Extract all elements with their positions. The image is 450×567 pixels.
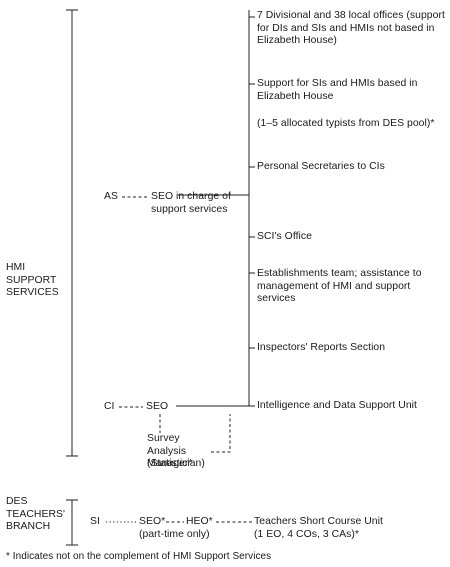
- des-teachers-branch-label: DES TEACHERS' BRANCH: [6, 496, 66, 533]
- statistician-label: (Statistician): [147, 458, 205, 469]
- heo-branch-post-label: HEO*: [186, 516, 213, 527]
- survey-analysis-manager-label: Survey Analysis Manager*: [147, 433, 193, 470]
- personal-secretaries-label: Personal Secretaries to CIs: [257, 161, 385, 172]
- inspectors-reports-label: Inspectors' Reports Section: [257, 342, 386, 353]
- typists-label: (1–5 allocated typists from DES pool)*: [257, 118, 435, 129]
- seo-branch-post-label: SEO*: [139, 516, 166, 527]
- intelligence-data-label: Intelligence and Data Support Unit: [257, 400, 417, 411]
- sci-office-label: SCI's Office: [257, 231, 312, 242]
- teachers-course-staff-label: (1 EO, 4 COs, 3 CAs)*: [254, 529, 359, 540]
- seo-support-post-label: SEO in charge of support services: [151, 191, 231, 215]
- survey-right-dashed-link: [211, 414, 231, 453]
- as-post-label: AS: [104, 191, 118, 202]
- support-sis-hmis-label: Support for SIs and HMIs based in Elizab…: [257, 78, 418, 102]
- teachers-short-course-unit-label: Teachers Short Course Unit: [254, 516, 383, 527]
- si-post-label: SI: [90, 516, 100, 527]
- footnote: * Indicates not on the complement of HMI…: [6, 551, 272, 562]
- part-time-label: (part-time only): [139, 529, 210, 540]
- establishments-team-label: Establishments team; assistance to manag…: [257, 268, 422, 305]
- ci-post-label: CI: [104, 401, 115, 412]
- seo-ci-post-label: SEO: [146, 401, 169, 412]
- divisional-offices-label: 7 Divisional and 38 local offices (suppo…: [257, 10, 445, 47]
- hmi-support-services-label: HMI SUPPORT SERVICES: [6, 262, 59, 299]
